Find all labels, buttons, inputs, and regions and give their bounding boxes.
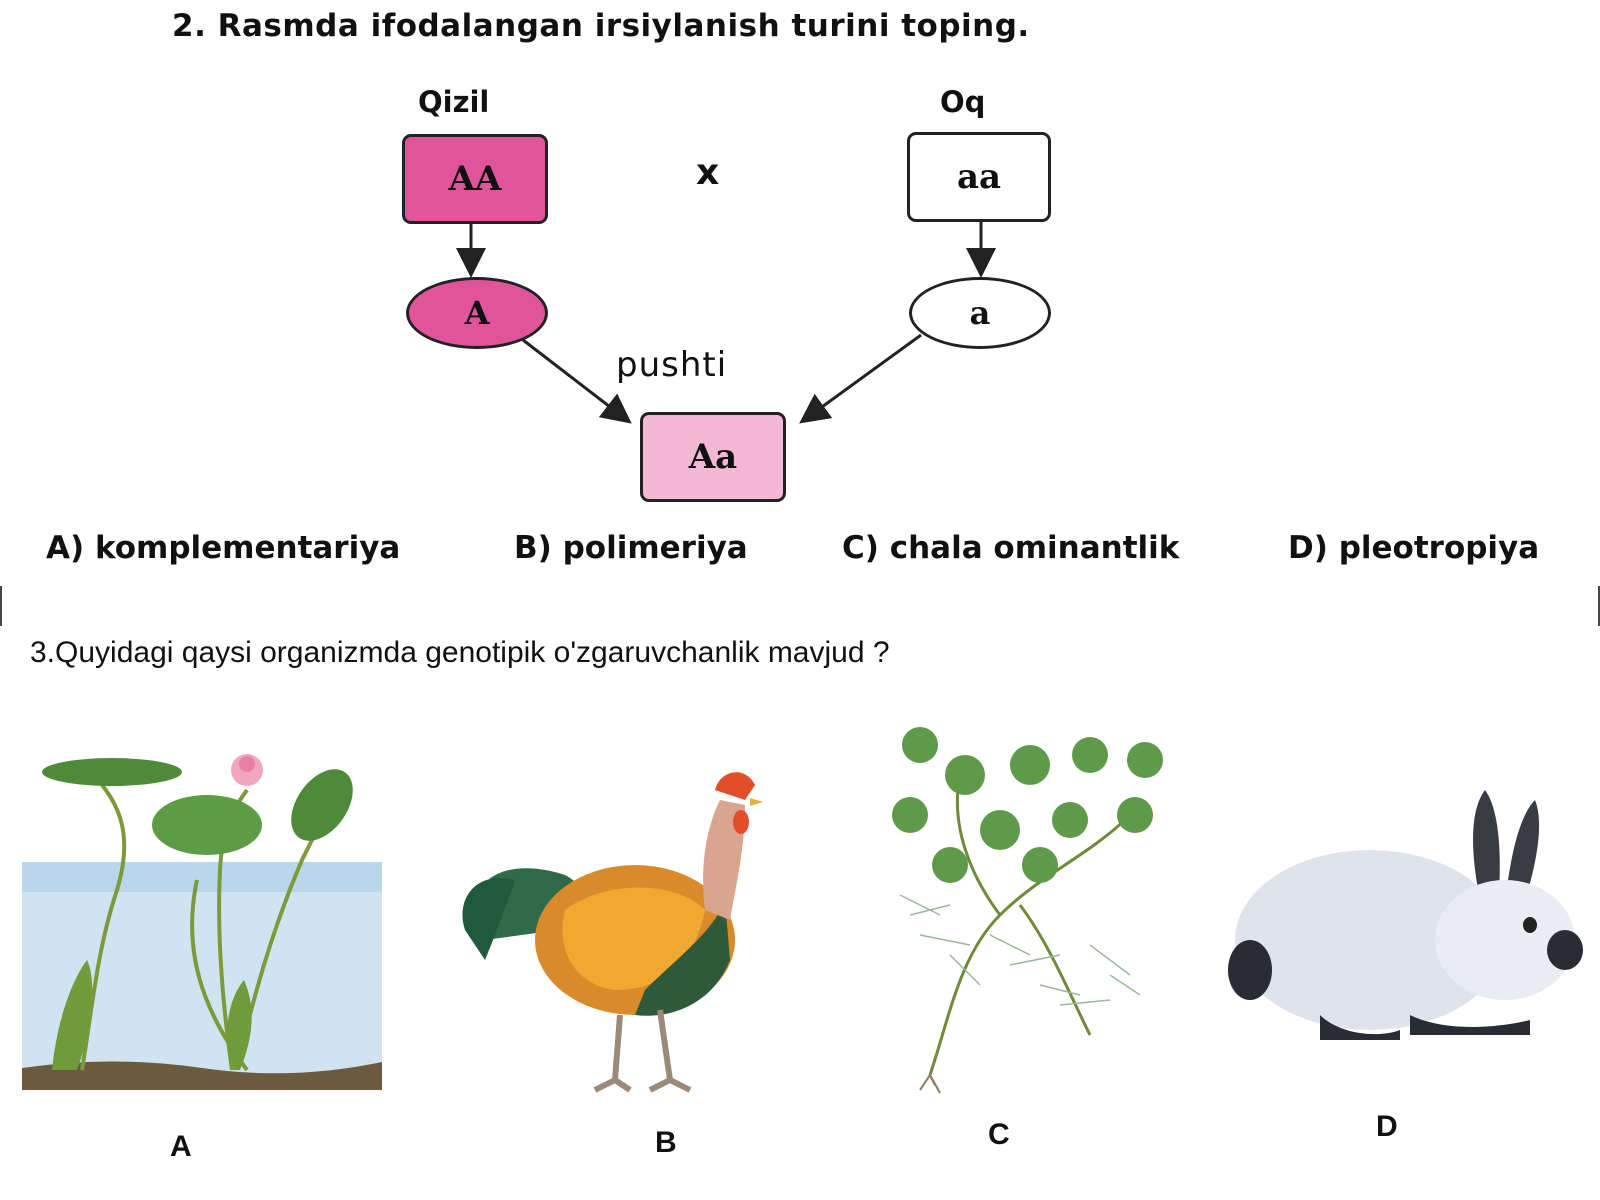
option-c[interactable]: C) chala ominantlik (842, 530, 1180, 566)
cross-symbol: x (696, 152, 720, 193)
option-b[interactable]: B) polimeriya (514, 530, 748, 566)
question-divider (0, 586, 1600, 626)
gamete-right-oval: a (909, 277, 1051, 349)
water-lily-plant-illustration[interactable] (22, 750, 382, 1100)
image-label-c: C (988, 1118, 1010, 1151)
water-buttercup-plant-illustration[interactable] (890, 727, 1180, 1095)
cross-diagram-arrows (456, 222, 996, 424)
parent-left-genotype-box: AA (402, 134, 548, 224)
himalayan-rabbit-illustration[interactable] (1228, 790, 1590, 1050)
image-label-d: D (1376, 1110, 1398, 1143)
option-d[interactable]: D) pleotropiya (1288, 530, 1540, 566)
offspring-phenotype-label: pushti (616, 345, 728, 385)
parent-left-label: Qizil (418, 85, 490, 119)
option-a[interactable]: A) komplementariya (46, 530, 401, 566)
arrow-gamete-left-to-offspring (522, 338, 632, 424)
question-2-title: 2. Rasmda ifodalangan irsiylanish turini… (172, 8, 1030, 44)
question-3-title: 3.Quyidagi qaysi organizmda genotipik o'… (30, 636, 890, 669)
parent-right-genotype-box: aa (907, 132, 1051, 222)
arrow-gamete-right-to-offspring (799, 333, 922, 424)
gamete-left-oval: A (406, 277, 548, 349)
image-label-b: B (655, 1126, 677, 1159)
naked-neck-rooster-illustration[interactable] (445, 760, 785, 1100)
parent-right-label: Oq (940, 85, 986, 119)
image-label-a: A (170, 1130, 192, 1163)
offspring-genotype-box: Aa (640, 412, 786, 502)
